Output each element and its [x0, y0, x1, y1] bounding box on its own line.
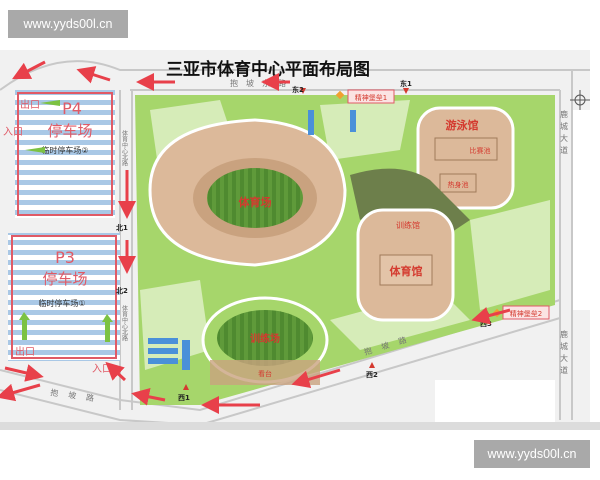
natatorium-label: 游泳馆	[446, 118, 479, 132]
training-field[interactable]: 训练场 看台	[201, 296, 329, 385]
p4-entrance: 入口	[3, 127, 23, 138]
p3-exit: 出口	[15, 345, 35, 358]
green-arrow-icon	[25, 147, 45, 153]
competition-pool-label: 比赛池	[470, 146, 491, 155]
gate-west1[interactable]: 西1	[178, 394, 190, 402]
green-arrow-icon	[40, 100, 60, 106]
road-east-label-2: 鹿城大道	[560, 329, 569, 378]
stand-label: 看台	[258, 369, 272, 378]
spirit-fortress-1-label: 精神堡垒1	[355, 93, 387, 102]
road-west-south-label: 体育中心北路	[121, 304, 128, 342]
road-north-label: 抱坡东路	[230, 78, 294, 88]
p4-sub: 临时停车场②	[41, 145, 88, 155]
gate-marker-icon	[369, 362, 375, 368]
gate-west2[interactable]: 西2	[366, 371, 378, 379]
red-arrow-icon	[0, 60, 511, 414]
parking-p4[interactable]: P4 停车场 临时停车场② 出口	[15, 90, 115, 218]
p4-name: 停车场	[47, 122, 92, 140]
p3-sub: 临时停车场①	[38, 298, 85, 308]
p3-code: P3	[55, 248, 75, 267]
fortress-diamond-icon	[335, 90, 345, 100]
site-map: P4 停车场 临时停车场② 出口 入口 P3 停车场 临时停车场① 出口 入口 …	[0, 50, 600, 430]
p4-exit: 出口	[20, 98, 40, 111]
watermark-bottom: www.yyds00l.cn	[474, 440, 590, 468]
map-title: 三亚市体育中心平面布局图	[166, 59, 370, 80]
p4-code: P4	[62, 99, 82, 118]
stadium-label: 体育场	[239, 195, 272, 209]
gate-east2[interactable]: 东2	[292, 85, 304, 94]
gate-marker-icon	[300, 88, 306, 94]
warmup-pool-label: 热身池	[448, 180, 469, 189]
gate-marker-icon	[183, 384, 189, 390]
p3-name: 停车场	[42, 270, 87, 288]
road-east-label: 鹿城大道	[560, 109, 569, 158]
spirit-fortress-2[interactable]: 精神堡垒2	[492, 305, 550, 320]
natatorium[interactable]: 游泳馆 比赛池 热身池	[416, 106, 515, 210]
training-hall-label: 训练馆	[396, 220, 420, 230]
spirit-fortress-1[interactable]: 精神堡垒1	[335, 89, 395, 104]
spirit-fortress-2-label: 精神堡垒2	[510, 309, 542, 318]
green-arrow-icon	[102, 314, 113, 342]
gate-marker-icon	[403, 88, 409, 94]
training-field-label: 训练场	[250, 332, 280, 345]
p3-entrance: 入口	[92, 364, 112, 375]
gate-west3[interactable]: 西3	[480, 320, 492, 328]
map-bottom-band	[0, 422, 600, 430]
city-block	[435, 380, 555, 425]
road-west-north-label: 体育中心北路	[121, 129, 128, 167]
green-arrow-icon	[19, 312, 30, 340]
gate-north2[interactable]: 北2	[116, 286, 128, 295]
city-block	[572, 110, 590, 310]
gymnasium[interactable]: 训练馆 体育馆	[356, 208, 455, 322]
parking-p3[interactable]: P3 停车场 临时停车场① 出口	[8, 233, 120, 361]
compass-icon	[570, 90, 590, 110]
watermark-top: www.yyds00l.cn	[8, 10, 128, 38]
stadium[interactable]: 体育场	[148, 118, 347, 267]
gate-east1[interactable]: 东1	[400, 79, 412, 88]
gate-north1[interactable]: 北1	[116, 223, 128, 232]
gymnasium-label: 体育馆	[390, 264, 423, 278]
bus-parking	[148, 110, 356, 370]
